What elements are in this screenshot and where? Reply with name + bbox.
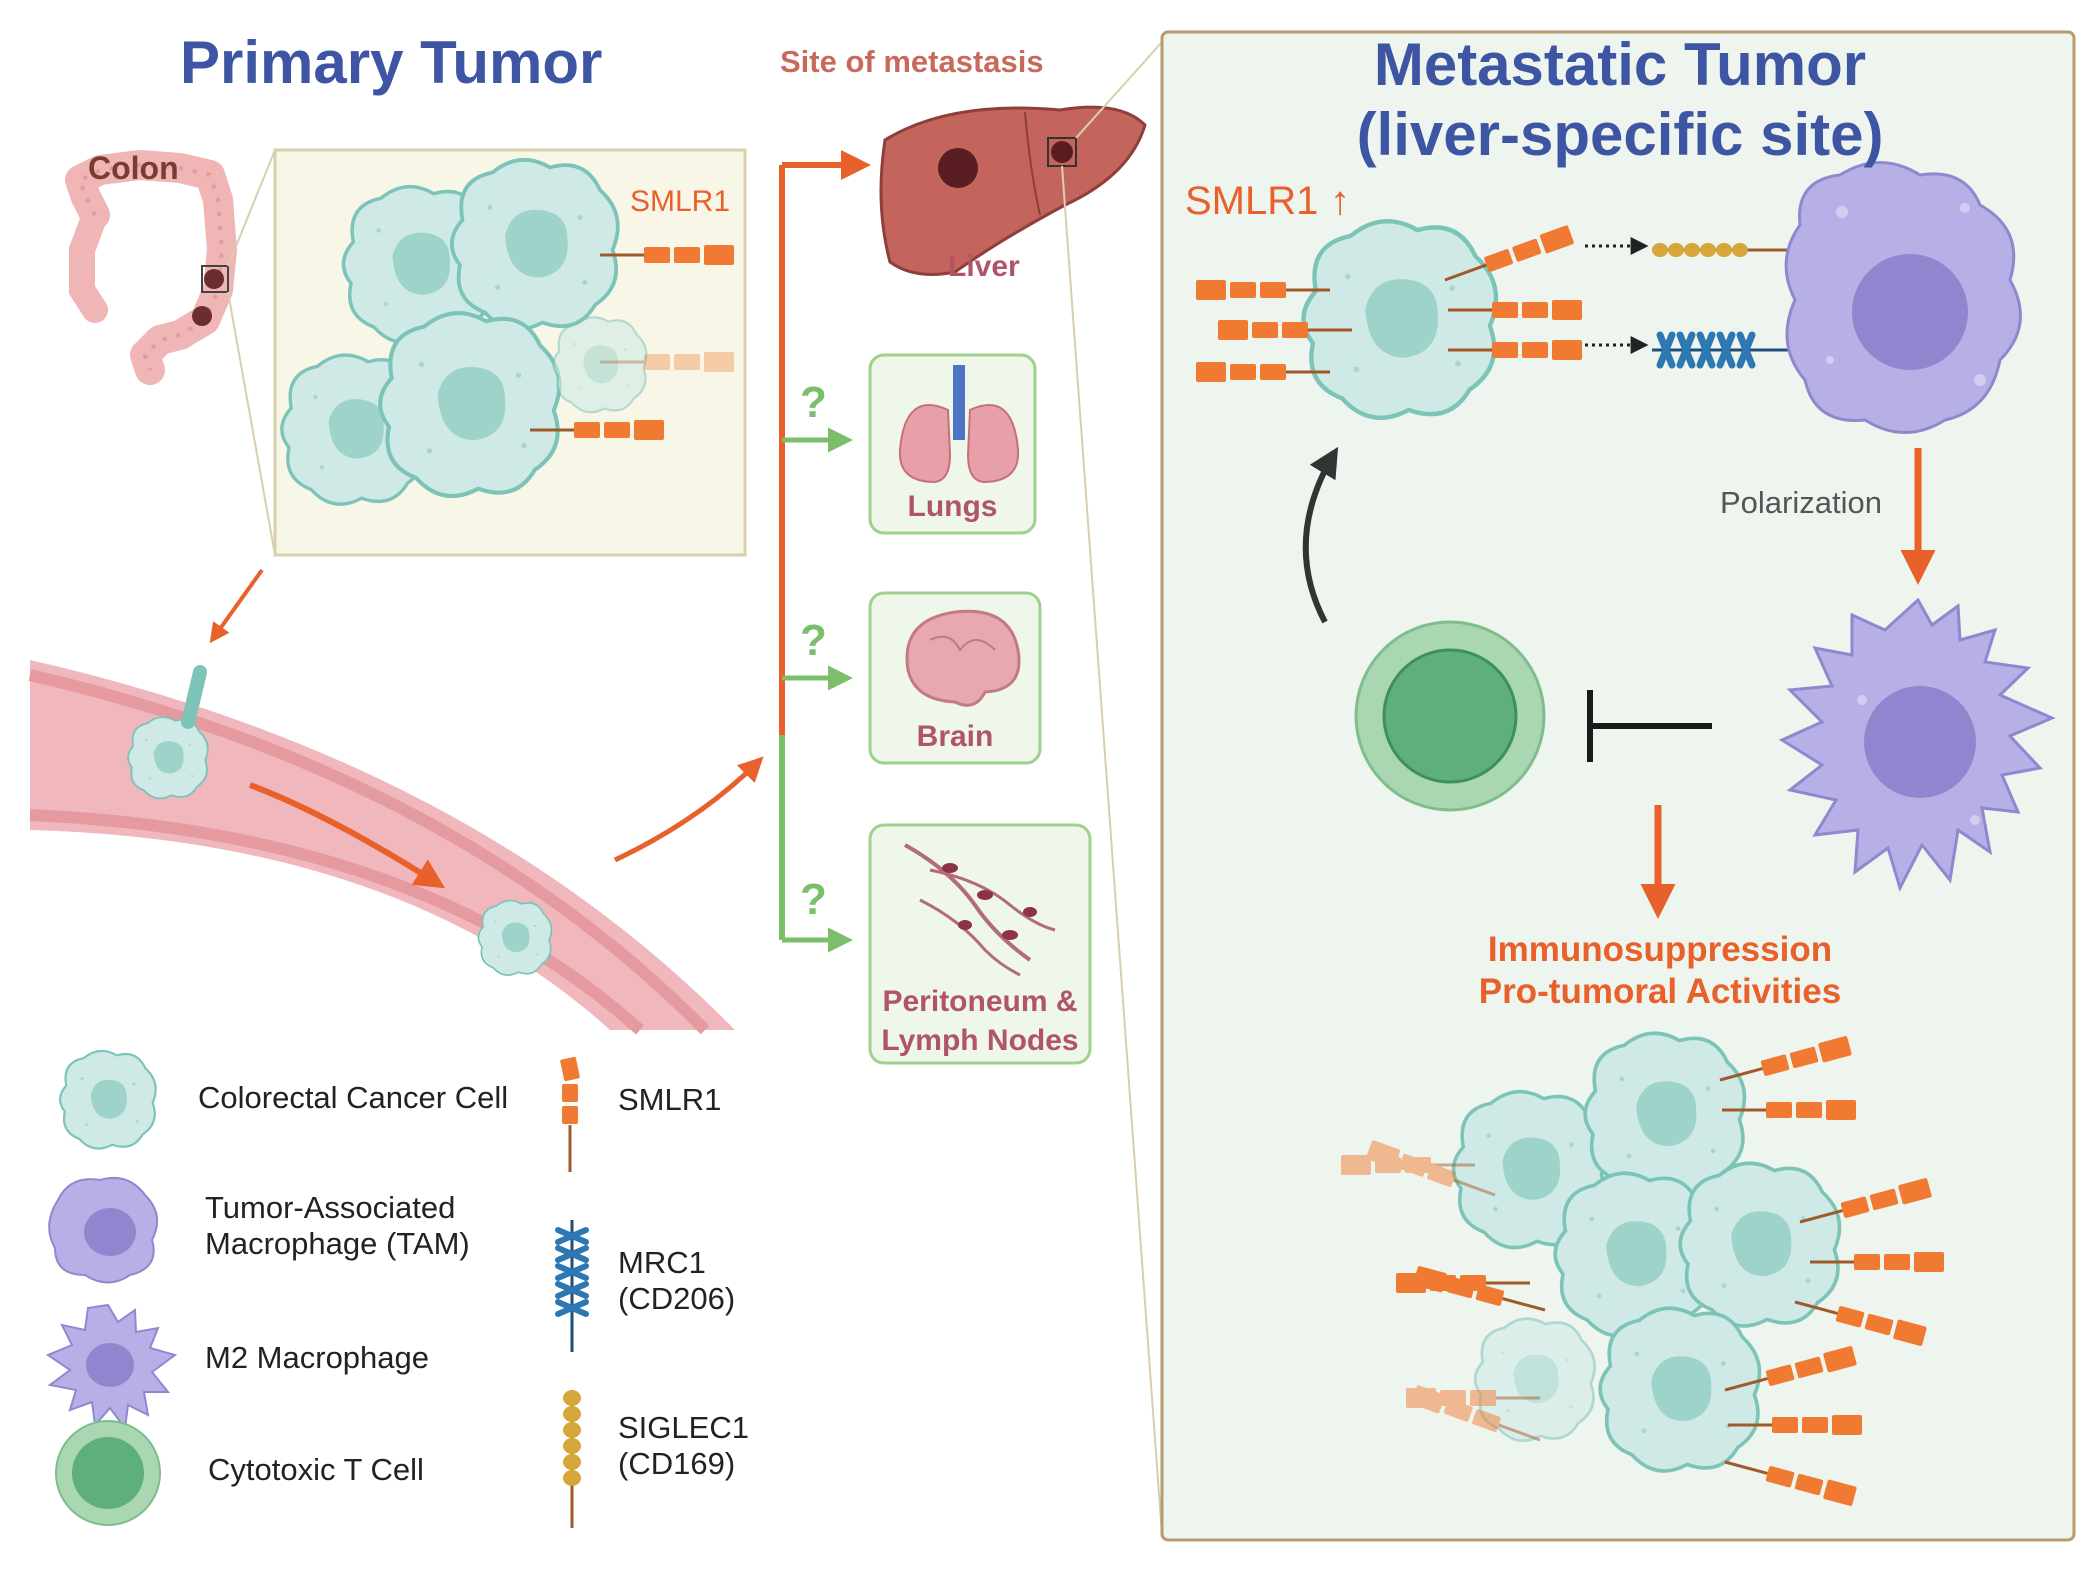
metastatic-tumor-title: Metastatic Tumor [1373, 31, 1867, 98]
metastasis-routes [779, 150, 871, 953]
lungs-label: Lungs [907, 490, 998, 523]
siglec1-receptor-icon [1652, 243, 1792, 257]
legend-mrc1-line2: (CD206) [618, 1281, 736, 1316]
legend-colorectal-cancer-cell: Colorectal Cancer Cell [198, 1080, 509, 1115]
metastatic-tumor-subtitle: (liver-specific site) [1356, 101, 1884, 168]
zoom-line [1075, 41, 1163, 139]
legend-siglec1-line2: (CD169) [618, 1446, 736, 1481]
peritoneum-label-line1: Peritoneum & [882, 985, 1078, 1018]
circulation-arrow [248, 782, 446, 889]
m2-macrophage-icon [1778, 597, 2056, 893]
polarization-label: Polarization [1720, 485, 1882, 520]
colon-icon [65, 150, 237, 385]
smlr1-metastatic-label: SMLR1 [1185, 179, 1319, 223]
upregulation-arrow-icon: ↑ [1330, 179, 1350, 223]
legend-tam-line2: Macrophage (TAM) [205, 1226, 470, 1261]
zoom-line [227, 291, 276, 556]
extravasation-arrow [613, 756, 764, 863]
macrophage-icon [1784, 161, 2022, 434]
mrc1-receptor-icon [1652, 331, 1792, 369]
legend-m2-macrophage: M2 Macrophage [205, 1340, 430, 1375]
t-cell-icon [1354, 620, 1546, 812]
legend-smlr1: SMLR1 [618, 1082, 722, 1117]
liver-icon [879, 105, 1147, 276]
lungs-icon [898, 365, 1020, 484]
zoom-line [1061, 165, 1163, 1536]
brain-icon [905, 609, 1021, 707]
legend-tam-line1: Tumor-Associated [205, 1190, 456, 1225]
smlr1-primary-label: SMLR1 [630, 185, 731, 218]
zoom-line [227, 149, 276, 267]
liver-label: Liver [948, 250, 1020, 283]
site-of-metastasis-title: Site of metastasis [780, 44, 1044, 79]
primary-tumor-title: Primary Tumor [180, 29, 603, 96]
feedback-arrow [1302, 446, 1339, 624]
legend-siglec1-line1: SIGLEC1 [618, 1410, 749, 1445]
legend-mrc1-line1: MRC1 [618, 1245, 706, 1280]
unknown-route-peritoneum: ? [800, 875, 827, 924]
immunosuppression-label: Immunosuppression [1487, 930, 1833, 969]
inhibition-symbol [1587, 690, 1712, 762]
unknown-route-brain: ? [800, 616, 827, 665]
brain-label: Brain [916, 720, 994, 753]
colon-label: Colon [88, 150, 179, 186]
peritoneum-icon [904, 843, 1056, 977]
peritoneum-label-line2: Lymph Nodes [881, 1024, 1079, 1057]
legend-icons [45, 1049, 589, 1528]
pro-tumoral-label: Pro-tumoral Activities [1478, 972, 1842, 1011]
unknown-route-lungs: ? [800, 378, 827, 427]
blood-vessel-icon [28, 660, 735, 1035]
lungs-box [868, 353, 1037, 535]
legend-cytotoxic-t-cell: Cytotoxic T Cell [208, 1452, 424, 1487]
invasion-arrow [209, 568, 264, 644]
